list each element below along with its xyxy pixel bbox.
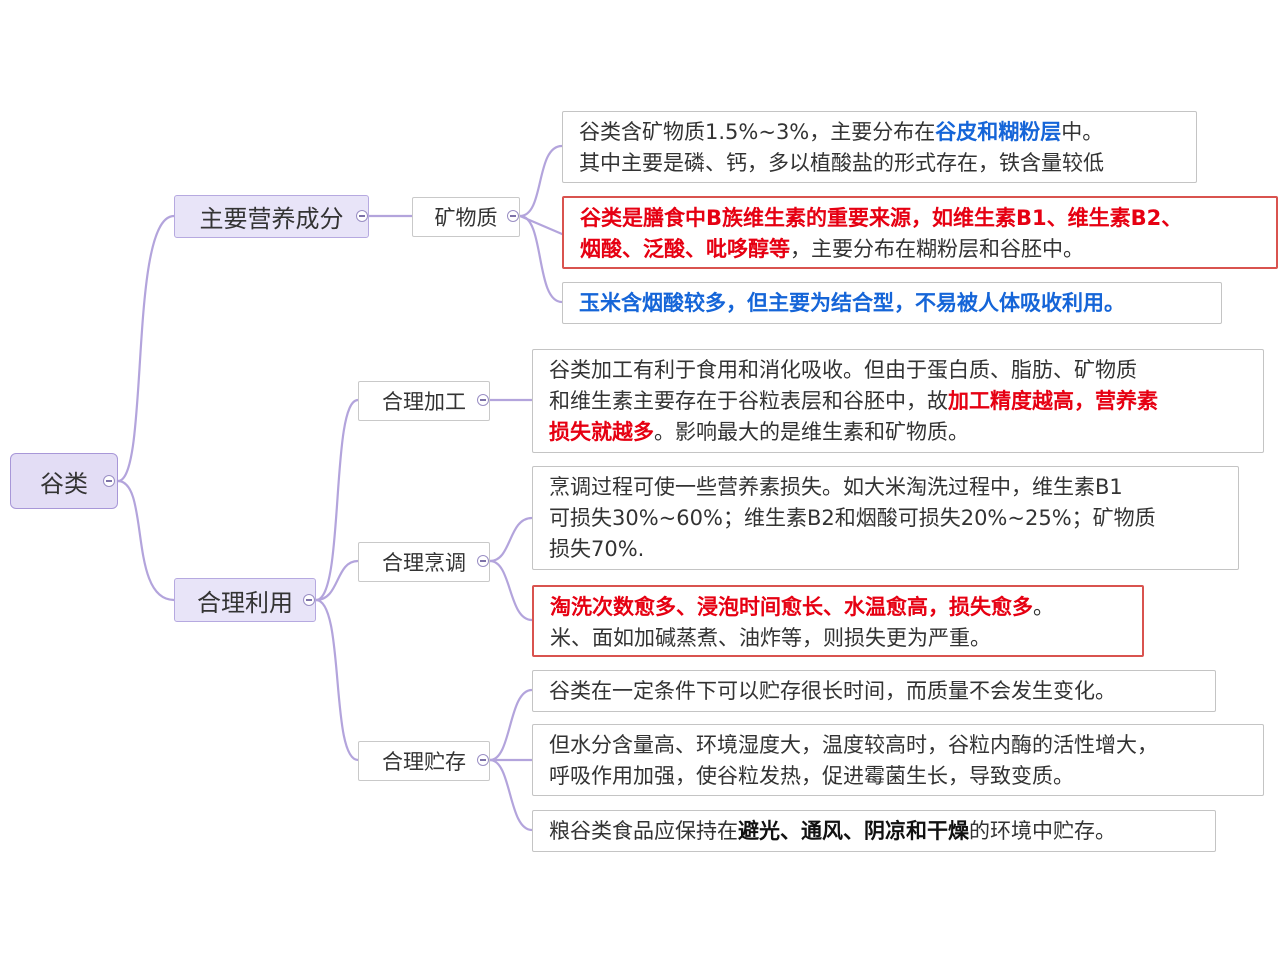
collapse-icon[interactable] (303, 594, 315, 606)
link-root-nutrition (116, 214, 176, 483)
leaf-text: 呼吸作用加强，使谷粒发热，促进霉菌生长，导致变质。 (549, 764, 1074, 788)
leaf-corn-niacin: 玉米含烟酸较多，但主要为结合型，不易被人体吸收利用。 (562, 282, 1222, 324)
collapse-icon[interactable] (103, 475, 115, 487)
leaf-highlight: 损失就越多 (549, 420, 654, 444)
collapse-icon[interactable] (477, 754, 489, 766)
link-root-usage (116, 479, 176, 602)
leaf-highlight: 谷皮和糊粉层 (935, 120, 1062, 144)
leaf-minerals-distribution: 谷类含矿物质1.5%~3%，主要分布在谷皮和糊粉层中。 其中主要是磷、钙，多以植… (562, 111, 1197, 183)
link-cooking-leaf1 (488, 516, 534, 563)
leaf-text: ，主要分布在糊粉层和谷胚中。 (790, 237, 1084, 261)
leaf-text: 谷类含矿物质1.5%~3%，主要分布在 (579, 120, 936, 144)
branch-usage-label: 合理利用 (197, 588, 293, 617)
subnode-cooking[interactable]: 合理烹调 (358, 542, 490, 582)
leaf-highlight: 谷类是膳食中B族维生素的重要来源，如维生素B1、维生素B2、 (580, 206, 1183, 230)
collapse-icon[interactable] (477, 394, 489, 406)
link-usage-processing (314, 398, 360, 602)
subnode-minerals-label: 矿物质 (434, 206, 498, 230)
leaf-text: 和维生素主要存在于谷粒表层和谷胚中，故 (549, 389, 948, 413)
link-usage-cooking (314, 559, 360, 602)
link-minerals-leaf1 (518, 144, 564, 218)
collapse-icon[interactable] (507, 210, 519, 222)
collapse-icon[interactable] (356, 210, 368, 222)
link-storage-leaf3 (488, 758, 534, 832)
leaf-processing-loss: 谷类加工有利于食用和消化吸收。但由于蛋白质、脂肪、矿物质 和维生素主要存在于谷粒… (532, 349, 1264, 453)
leaf-storage-duration: 谷类在一定条件下可以贮存很长时间，而质量不会发生变化。 (532, 670, 1216, 712)
leaf-highlight: 加工精度越高，营养素 (948, 389, 1158, 413)
leaf-text: 烹调过程可使一些营养素损失。如大米淘洗过程中，维生素B1 (549, 475, 1123, 499)
leaf-text: 中。 (1061, 120, 1104, 144)
leaf-text: 的环境中贮存。 (969, 819, 1116, 843)
leaf-text: 其中主要是磷、钙，多以植酸盐的形式存在，铁含量较低 (579, 151, 1104, 175)
leaf-text: 谷类在一定条件下可以贮存很长时间，而质量不会发生变化。 (549, 679, 1116, 703)
subnode-processing[interactable]: 合理加工 (358, 381, 490, 421)
leaf-text: 可损失30%~60%；维生素B2和烟酸可损失20%~25%；矿物质 (549, 506, 1156, 530)
leaf-washing-loss: 淘洗次数愈多、浸泡时间愈长、水温愈高，损失愈多。 米、面如加碱蒸煮、油炸等，则损… (532, 585, 1144, 657)
leaf-text: 谷类加工有利于食用和消化吸收。但由于蛋白质、脂肪、矿物质 (549, 358, 1137, 382)
branch-nutrition-label: 主要营养成分 (199, 205, 344, 233)
leaf-highlight: 避光、通风、阴凉和干燥 (738, 819, 969, 843)
leaf-highlight: 玉米含烟酸较多，但主要为结合型，不易被人体吸收利用。 (579, 291, 1125, 315)
leaf-highlight: 淘洗次数愈多、浸泡时间愈长、水温愈高，损失愈多 (550, 595, 1033, 619)
leaf-highlight: 烟酸、泛酸、吡哆醇等 (580, 237, 790, 261)
leaf-storage-conditions: 粮谷类食品应保持在避光、通风、阴凉和干燥的环境中贮存。 (532, 810, 1216, 852)
leaf-cooking-loss: 烹调过程可使一些营养素损失。如大米淘洗过程中，维生素B1 可损失30%~60%；… (532, 466, 1239, 570)
root-node[interactable]: 谷类 (10, 453, 118, 509)
branch-nutrition[interactable]: 主要营养成分 (174, 195, 369, 238)
root-label: 谷类 (40, 469, 88, 498)
link-minerals-leaf3 (518, 214, 564, 304)
subnode-processing-label: 合理加工 (382, 390, 466, 414)
collapse-icon[interactable] (477, 555, 489, 567)
link-cooking-leaf2 (488, 559, 534, 622)
subnode-storage-label: 合理贮存 (382, 750, 466, 774)
leaf-text: 。 (1033, 595, 1054, 619)
leaf-storage-spoilage: 但水分含量高、环境湿度大，温度较高时，谷粒内酶的活性增大， 呼吸作用加强，使谷粒… (532, 724, 1264, 796)
leaf-text: 粮谷类食品应保持在 (549, 819, 738, 843)
branch-usage[interactable]: 合理利用 (174, 578, 316, 622)
link-usage-storage (314, 598, 360, 762)
subnode-storage[interactable]: 合理贮存 (358, 741, 490, 781)
link-storage-leaf1 (488, 688, 534, 762)
leaf-text: 但水分含量高、环境湿度大，温度较高时，谷粒内酶的活性增大， (549, 733, 1158, 757)
leaf-vitamin-b-source: 谷类是膳食中B族维生素的重要来源，如维生素B1、维生素B2、 烟酸、泛酸、吡哆醇… (562, 196, 1278, 269)
leaf-text: 损失70%. (549, 537, 645, 561)
subnode-minerals[interactable]: 矿物质 (412, 197, 520, 237)
leaf-text: 。影响最大的是维生素和矿物质。 (654, 420, 969, 444)
leaf-text: 米、面如加碱蒸煮、油炸等，则损失更为严重。 (550, 626, 991, 650)
subnode-cooking-label: 合理烹调 (382, 551, 466, 575)
